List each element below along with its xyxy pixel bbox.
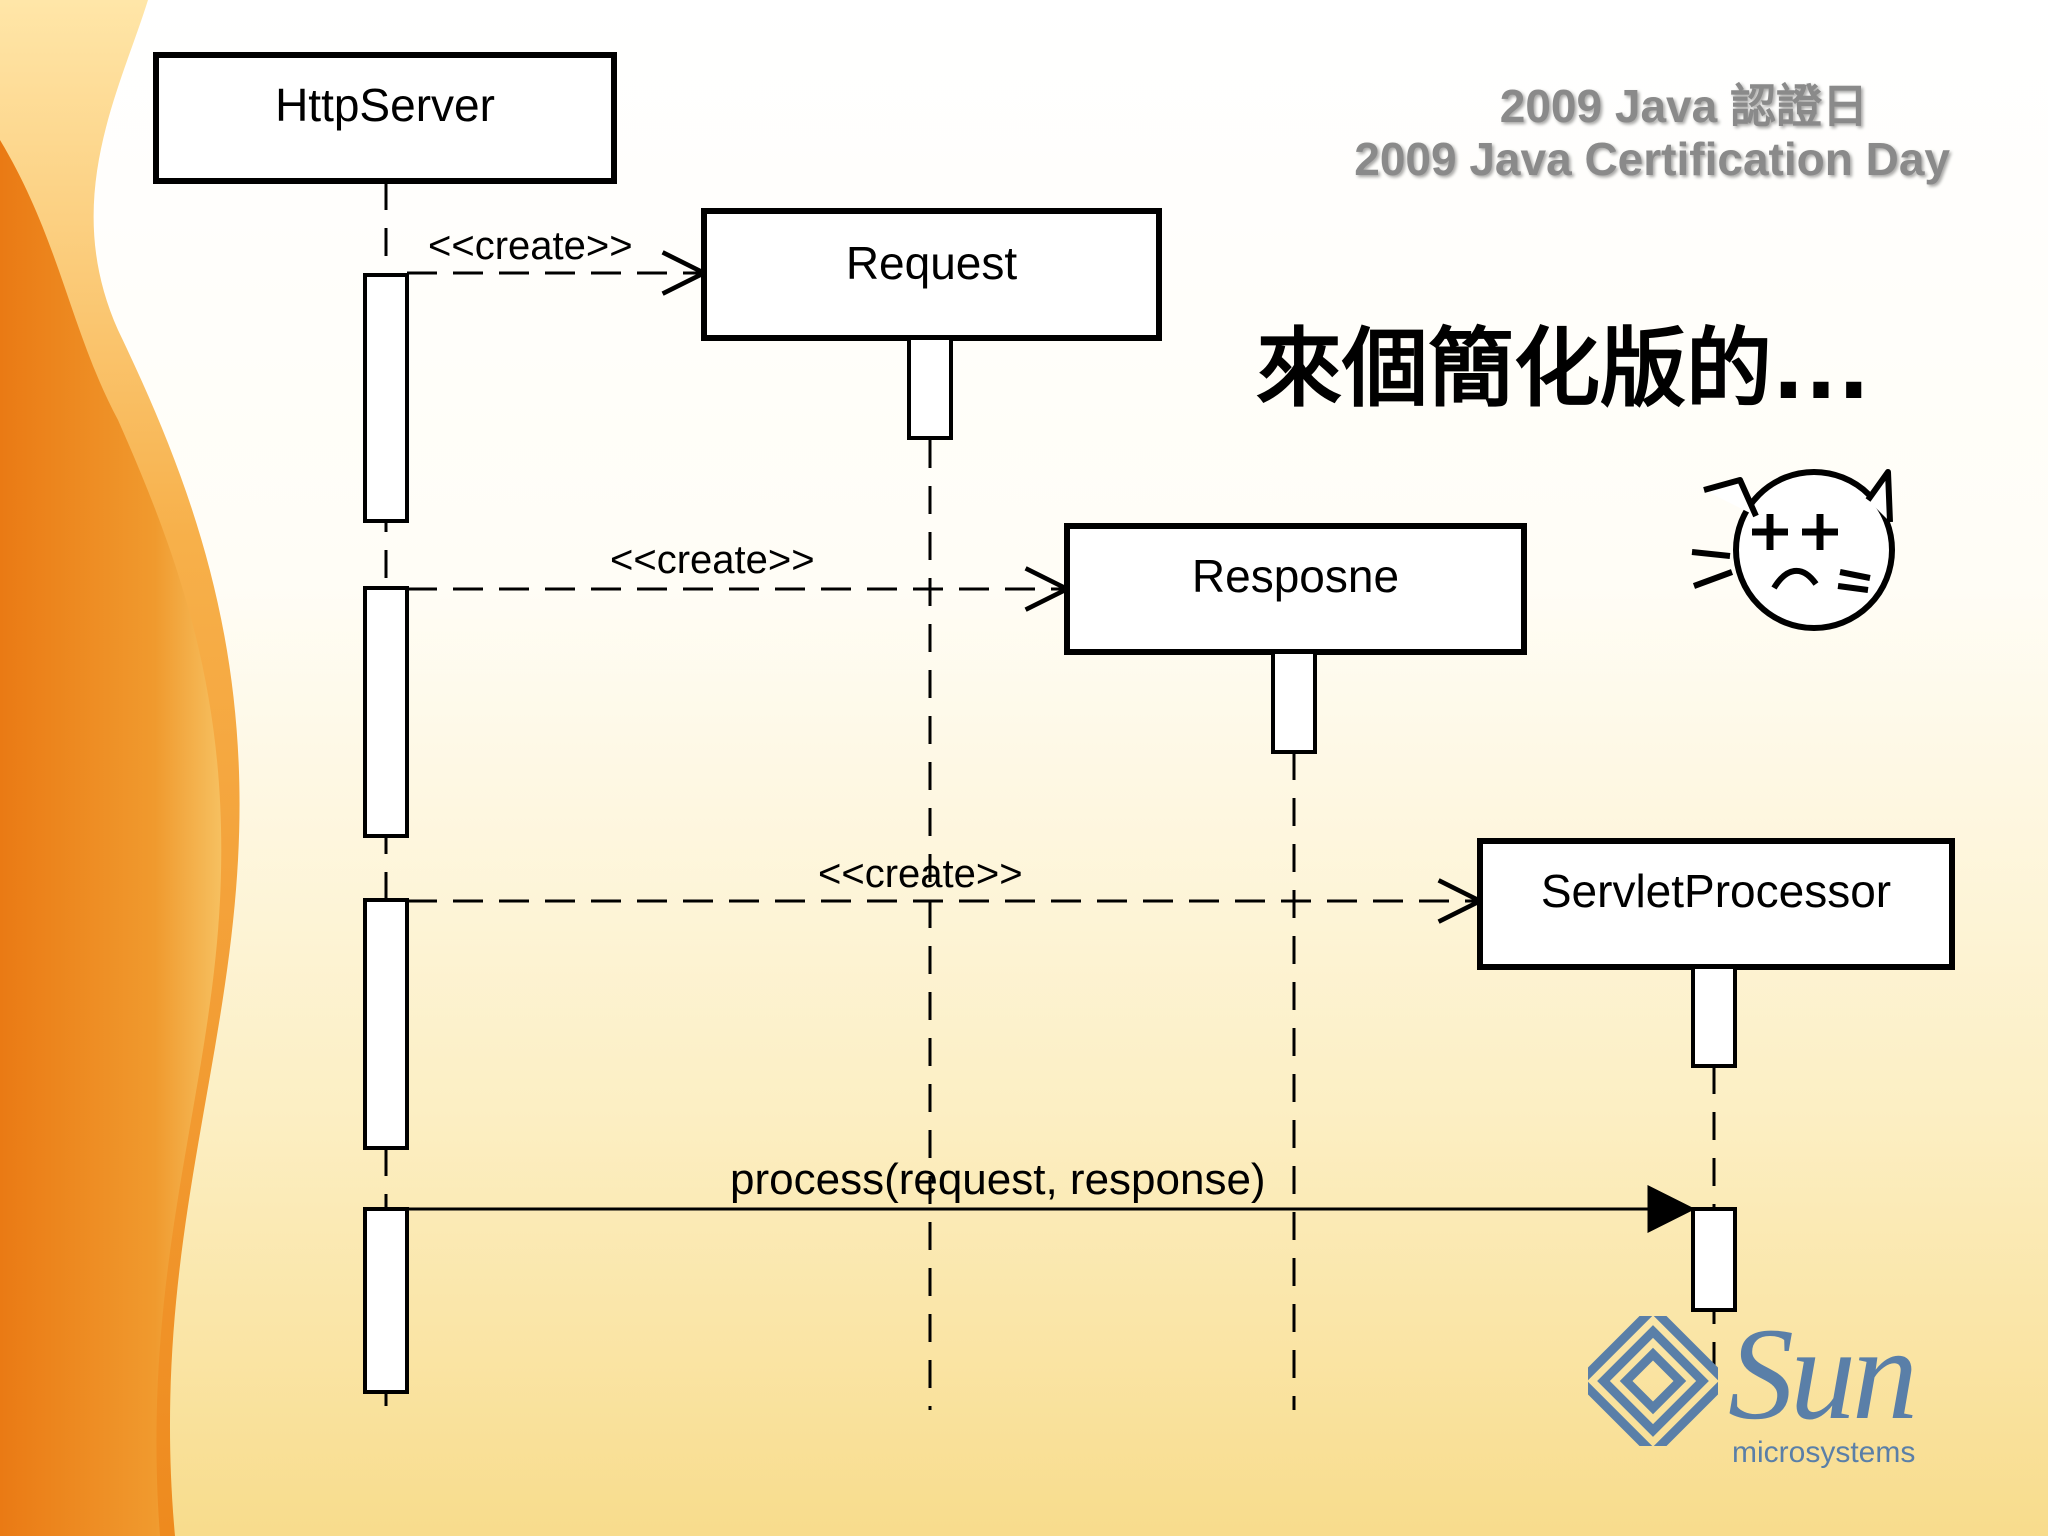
- message-label-create-response: <<create>>: [610, 538, 815, 582]
- participant-box-request: [701, 208, 1162, 341]
- message-label-process: process(request, response): [730, 1155, 1266, 1204]
- dizzy-cat-icon: [1691, 469, 1895, 631]
- header-title-chinese: 2009 Java 認證日: [1499, 80, 1868, 132]
- participant-label-request: Request: [845, 237, 1018, 289]
- sun-logo-icon: [1588, 1316, 1718, 1446]
- participant-box-http-server: [153, 52, 617, 184]
- participant-label-response: Resposne: [1191, 550, 1400, 602]
- message-label-create-servlet-processor: <<create>>: [818, 852, 1023, 896]
- message-label-create-request: <<create>>: [428, 224, 633, 268]
- activation-bar-servlet-processor-2: [1691, 1207, 1737, 1312]
- participant-label-http-server: HttpServer: [275, 79, 495, 131]
- activation-bar-http-server-2: [363, 586, 409, 838]
- activation-bar-response: [1271, 650, 1317, 754]
- activation-bar-http-server-4: [363, 1207, 409, 1394]
- header-title-english: 2009 Java Certification Day: [1354, 133, 1950, 185]
- sun-logo-subtitle: microsystems: [1732, 1436, 1916, 1469]
- activation-bar-request: [907, 336, 953, 440]
- note-text: 來個簡化版的...: [1256, 319, 1871, 419]
- activation-bar-http-server-3: [363, 898, 409, 1150]
- participant-label-servlet-processor: ServletProcessor: [1540, 865, 1892, 917]
- sun-logo-wordmark: Sun: [1728, 1300, 1918, 1447]
- activation-bar-servlet-processor-1: [1691, 965, 1737, 1068]
- participant-box-servlet-processor: [1477, 838, 1955, 970]
- activation-bar-http-server-1: [363, 273, 409, 523]
